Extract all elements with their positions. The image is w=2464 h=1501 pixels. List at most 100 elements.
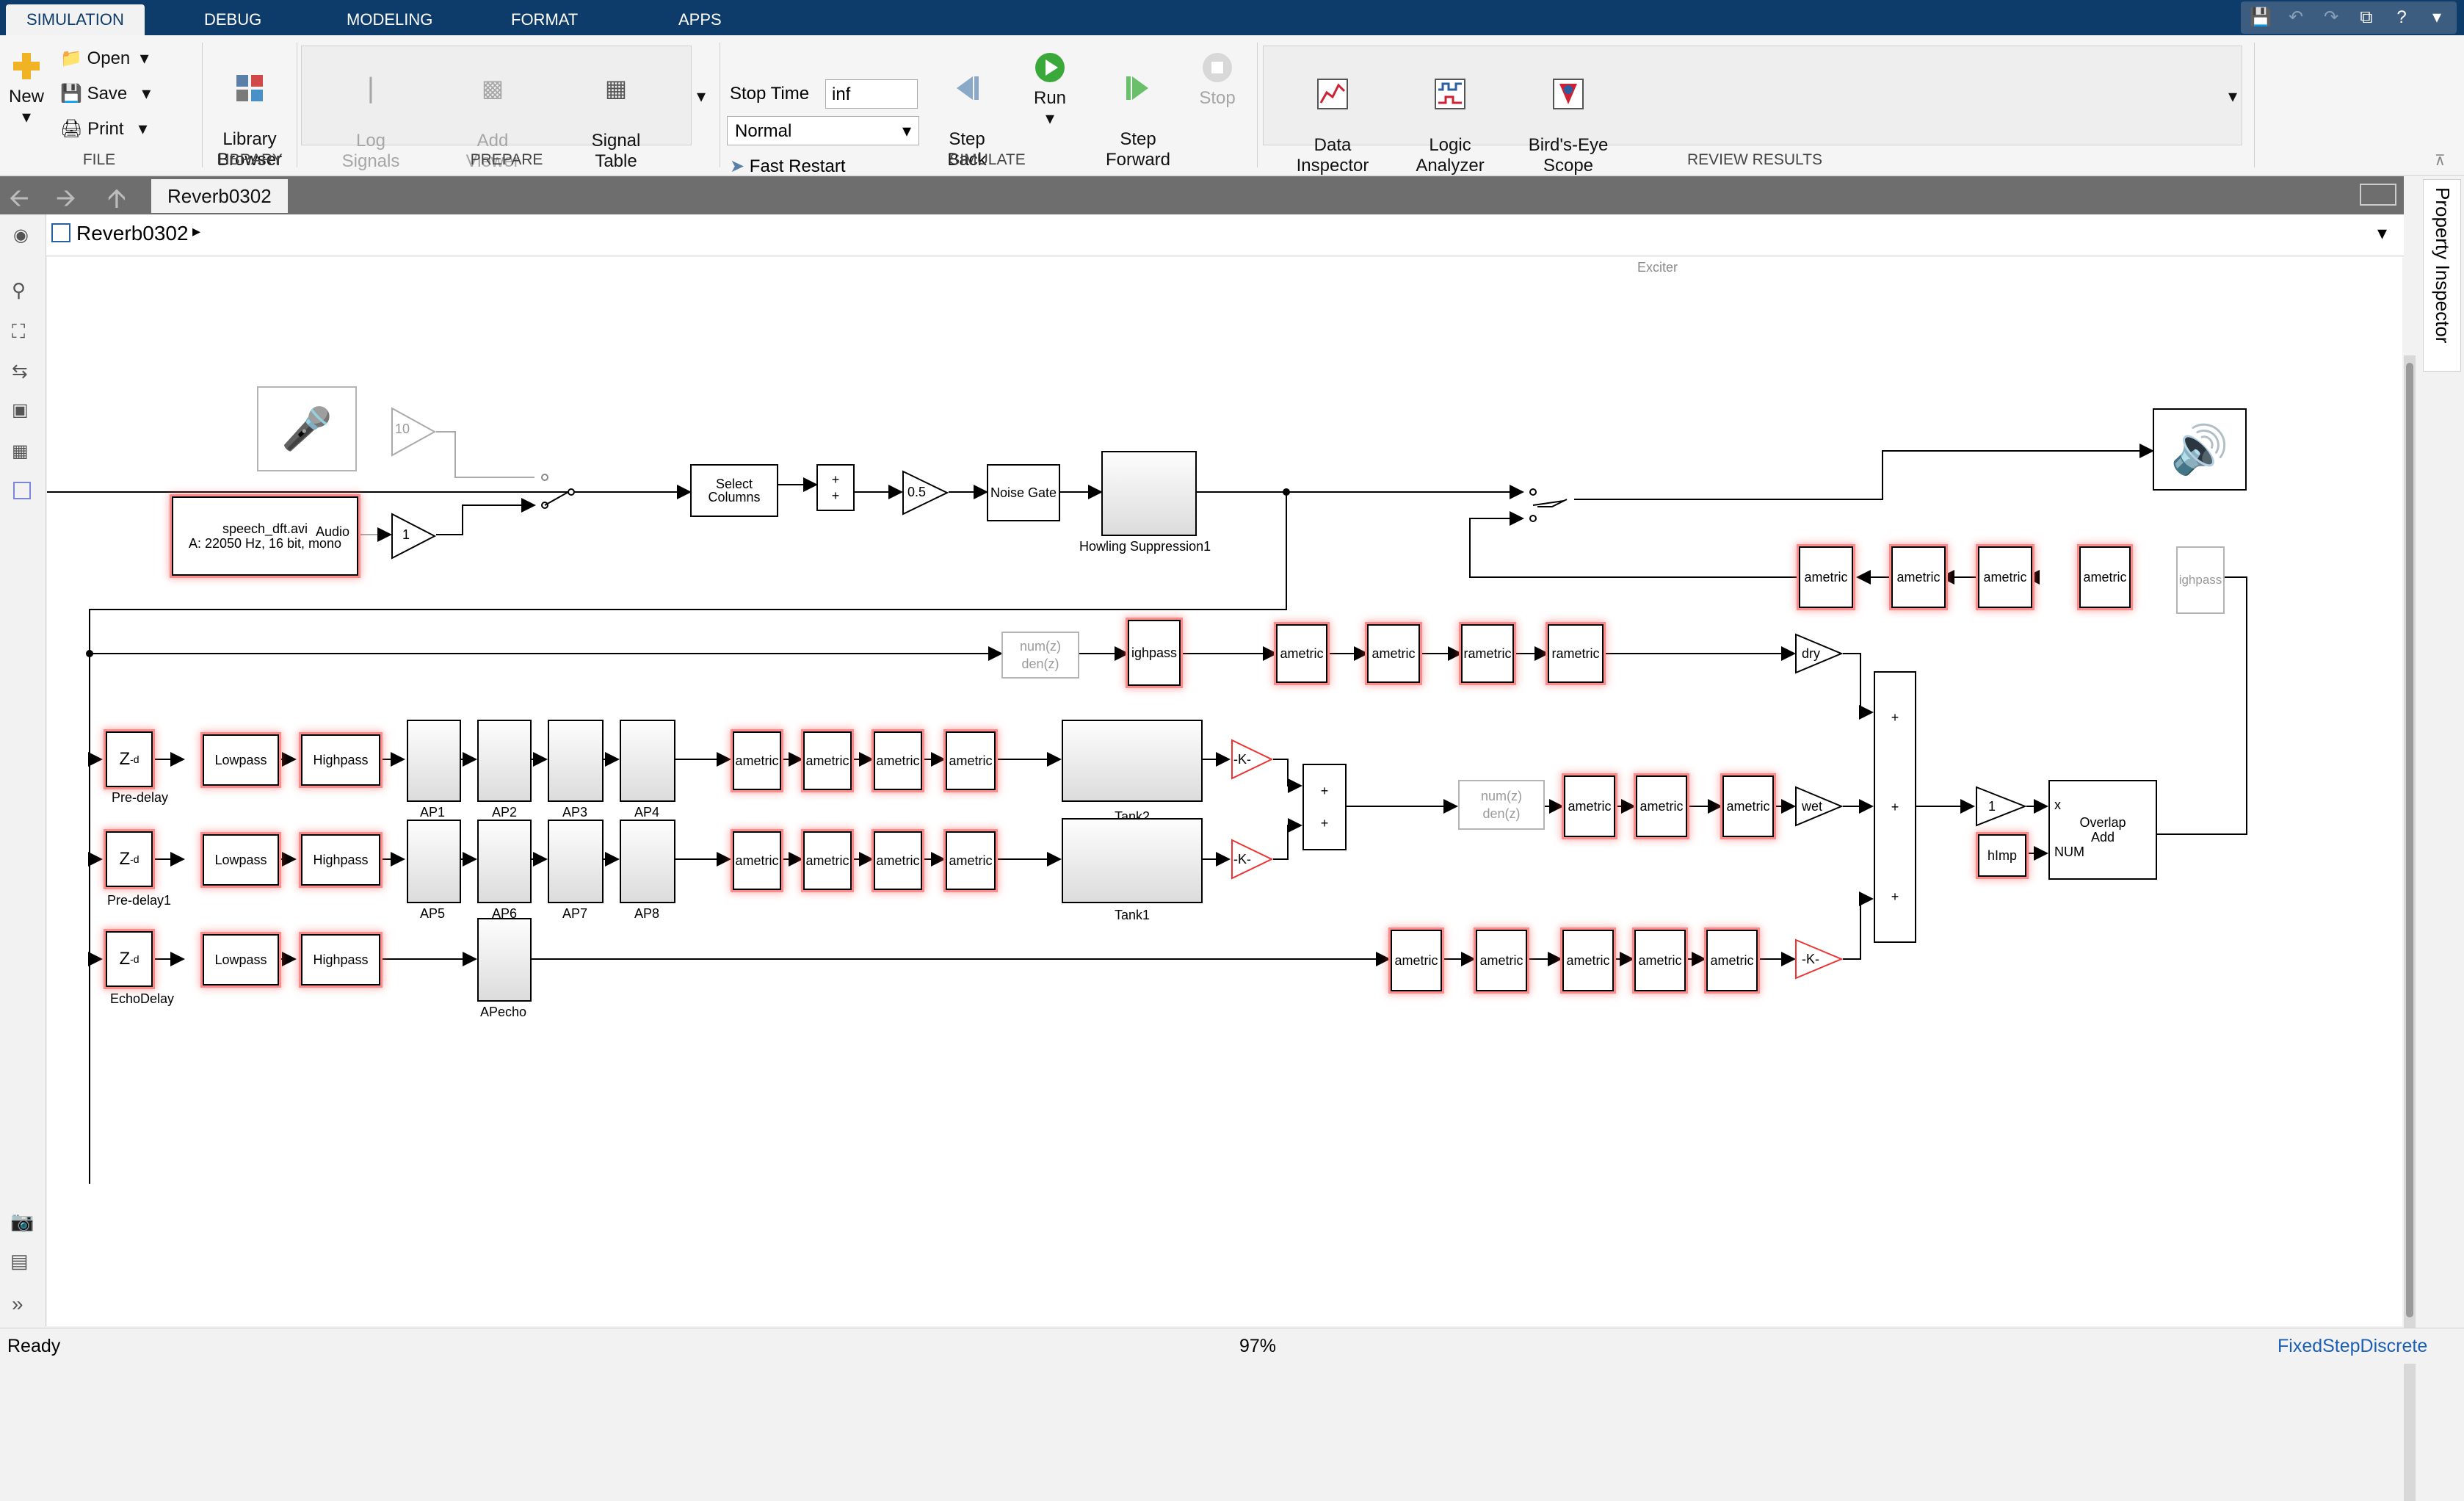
gain-k-2[interactable] — [1231, 839, 1274, 880]
model-canvas[interactable]: Exciter — [47, 257, 2402, 1326]
parametric-r1-1[interactable]: ametric — [733, 731, 781, 790]
parametric-r2-3[interactable]: ametric — [874, 831, 922, 890]
breadcrumb-model[interactable]: Reverb0302 — [76, 222, 189, 245]
ap4-block[interactable] — [620, 720, 675, 802]
tab-modeling[interactable]: MODELING — [347, 10, 433, 29]
birds-eye-scope-button[interactable]: Bird's-Eye Scope — [1517, 57, 1620, 176]
sum-mixer-block[interactable]: +++ — [1874, 671, 1916, 943]
himp-block[interactable]: hImp — [1978, 834, 2026, 877]
parametric-r2-2[interactable]: ametric — [803, 831, 852, 890]
parametric-echo-2[interactable]: ametric — [1476, 930, 1527, 991]
parametric-r2-4[interactable]: ametric — [946, 831, 996, 890]
parametric-echo-4[interactable]: ametric — [1634, 930, 1686, 991]
overlap-add-block[interactable]: Overlap Add — [2048, 780, 2157, 880]
scrollbar-thumb[interactable] — [2406, 363, 2413, 1317]
gain-05-block[interactable] — [902, 470, 949, 516]
noise-gate-block[interactable]: Noise Gate — [987, 464, 1060, 521]
ap3-block[interactable] — [548, 720, 604, 802]
chevron-right-icon[interactable]: ▸ — [192, 222, 201, 240]
audio-file-source-block[interactable]: speech_dft.avi A: 22050 Hz, 16 bit, mono — [172, 496, 358, 576]
sum-block-2[interactable]: ++ — [1302, 764, 1347, 850]
manual-switch-2[interactable] — [1523, 482, 1574, 533]
ap1-block[interactable] — [407, 720, 461, 802]
parametric-r2-1[interactable]: ametric — [733, 831, 781, 890]
run-button[interactable]: Run▾ — [1021, 51, 1079, 129]
step-back-button[interactable]: Step Back — [934, 51, 1000, 170]
tank2-block[interactable] — [1062, 720, 1203, 802]
fast-restart-button[interactable]: ➤ Fast Restart — [730, 156, 845, 177]
manual-switch-1[interactable] — [535, 467, 579, 518]
ap7-block[interactable] — [548, 820, 604, 903]
camera-icon[interactable]: 📷 — [10, 1210, 35, 1232]
parametric-fb-1[interactable]: ametric — [2079, 546, 2131, 608]
property-inspector-tab[interactable]: Property Inspector — [2423, 179, 2461, 372]
parametric-fb-3[interactable]: ametric — [1891, 546, 1946, 608]
parametric-echo-5[interactable]: ametric — [1706, 930, 1758, 991]
gain-wet-block[interactable] — [1794, 786, 1844, 827]
parametric-r1-2[interactable]: ametric — [803, 731, 852, 790]
hide-show-icon[interactable]: ◉ — [13, 225, 29, 245]
new-button[interactable]: New▾ — [6, 50, 47, 128]
tab-simulation[interactable]: SIMULATION — [6, 4, 145, 35]
parametric-dry-3[interactable]: rametric — [1461, 624, 1514, 683]
prepare-expand-button[interactable]: ▾ — [696, 87, 706, 106]
fit-to-view-icon[interactable]: ⛶ — [12, 320, 26, 342]
tab-format[interactable]: FORMAT — [511, 10, 579, 29]
redo-icon[interactable]: ↷ — [2323, 7, 2339, 27]
highpass-dry[interactable]: ighpass — [1128, 620, 1181, 686]
ap6-block[interactable] — [477, 820, 532, 903]
scrollbar-track[interactable] — [2404, 355, 2416, 1501]
save-button[interactable]: 💾 Save ▾ — [60, 84, 151, 104]
parametric-echo-1[interactable]: ametric — [1391, 930, 1442, 991]
stop-button[interactable]: Stop — [1188, 51, 1247, 109]
parametric-dry-1[interactable]: ametric — [1276, 624, 1327, 683]
gain-k-echo[interactable] — [1794, 938, 1844, 980]
switch-window-icon[interactable]: ⧉ — [2360, 7, 2373, 27]
gain-10-block[interactable] — [391, 407, 437, 457]
parametric-fb-2[interactable]: ametric — [1978, 546, 2032, 608]
parametric-wet-2[interactable]: ametric — [1636, 775, 1687, 837]
gain-k-1[interactable] — [1231, 739, 1274, 780]
ap5-block[interactable] — [407, 820, 461, 903]
library-browser-button[interactable]: Library Browser — [213, 51, 286, 170]
tab-debug[interactable]: DEBUG — [204, 10, 262, 29]
parametric-r1-3[interactable]: ametric — [874, 731, 922, 790]
forward-arrow-icon[interactable]: 🡪 — [56, 184, 76, 212]
stop-time-field[interactable]: inf — [825, 79, 918, 109]
parametric-wet-3[interactable]: ametric — [1722, 775, 1774, 837]
predelay-block[interactable]: Z-d — [106, 731, 153, 787]
print-button[interactable]: 🖨 Print ▾ — [60, 119, 148, 139]
open-button[interactable]: 📁 Open ▾ — [60, 48, 149, 68]
add-viewer-button[interactable]: ▩ Add Viewer — [452, 57, 533, 172]
back-arrow-icon[interactable]: 🡨 — [9, 184, 29, 212]
sum-block-1[interactable]: ++ — [816, 464, 855, 511]
microphone-block[interactable]: 🎤 — [257, 386, 357, 471]
undo-icon[interactable]: ↶ — [2288, 7, 2304, 27]
predelay1-block[interactable]: Z-d — [106, 831, 153, 887]
annotation-icon[interactable]: ▣ — [12, 400, 29, 420]
expand-icon[interactable]: » — [12, 1292, 23, 1315]
image-icon[interactable]: ▦ — [12, 441, 29, 461]
model-browser-icon[interactable]: ▤ — [10, 1250, 29, 1272]
highpass-feedback[interactable]: ighpass — [2176, 546, 2225, 614]
parametric-echo-3[interactable]: ametric — [1562, 930, 1614, 991]
explorer-bar-icon[interactable] — [2360, 184, 2396, 206]
gain-out-block[interactable] — [1975, 786, 2027, 827]
log-signals-button[interactable]: ❘ Log Signals — [330, 57, 411, 172]
howling-suppression-block[interactable] — [1101, 451, 1197, 536]
solver-link[interactable]: FixedStepDiscrete — [2278, 1336, 2428, 1356]
review-expand-button[interactable]: ▾ — [2228, 87, 2238, 106]
step-forward-button[interactable]: Step Forward — [1101, 51, 1175, 170]
parametric-dry-4[interactable]: rametric — [1548, 624, 1604, 683]
arrow-icon[interactable]: ⇆ — [12, 360, 28, 382]
logic-analyzer-button[interactable]: Logic Analyzer — [1402, 57, 1498, 176]
chevron-down-icon[interactable]: ▾ — [2377, 222, 2388, 244]
highpass-1[interactable]: Highpass — [301, 734, 380, 786]
apecho-block[interactable] — [477, 918, 532, 1002]
lowpass-1[interactable]: Lowpass — [203, 734, 279, 786]
parametric-wet-1[interactable]: ametric — [1564, 775, 1615, 837]
ap2-block[interactable] — [477, 720, 532, 802]
up-arrow-icon[interactable]: 🡩 — [107, 183, 126, 213]
lowpass-3[interactable]: Lowpass — [203, 934, 279, 985]
help-icon[interactable]: ? — [2396, 7, 2407, 27]
